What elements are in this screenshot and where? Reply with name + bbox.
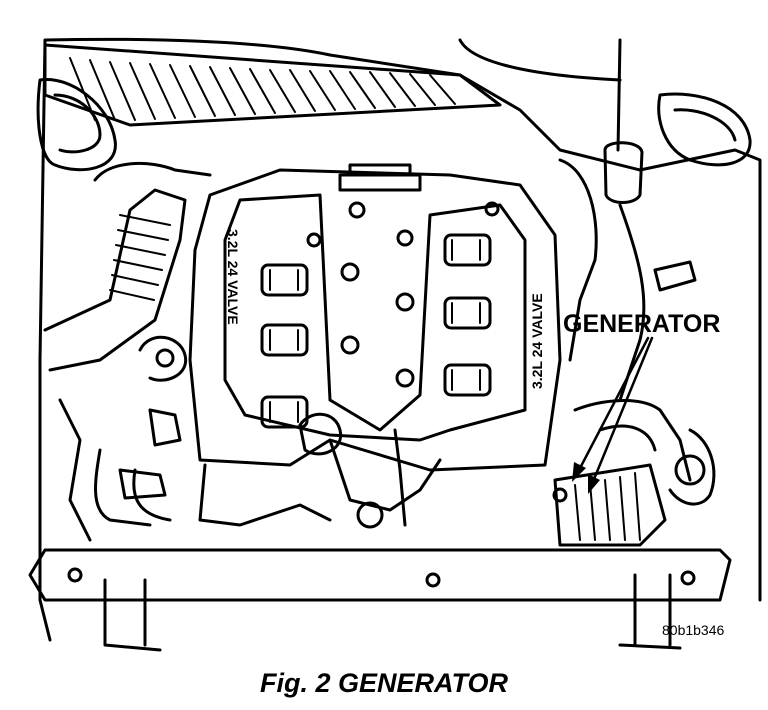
- left-bank-cover-text: 3.2L 24 VALVE: [223, 229, 241, 389]
- right-bank-cover-text: 3.2L 24 VALVE: [529, 229, 547, 389]
- figure-caption: Fig. 2 GENERATOR: [259, 668, 509, 698]
- right-harness: [558, 158, 598, 362]
- callout-arrow-b: [590, 336, 654, 486]
- generator-callout-label: GENERATOR: [563, 310, 721, 338]
- left-bracket: [103, 578, 162, 652]
- engine-cover: [188, 168, 562, 472]
- prop-rod: [603, 38, 644, 204]
- right-bracket: [618, 573, 682, 650]
- generator-unit: [552, 463, 667, 547]
- cowl-grille: [43, 43, 502, 127]
- right-bank-text: 3.2L 24 VALVE: [529, 293, 545, 389]
- left-bank-text: 3.2L 24 VALVE: [225, 229, 241, 325]
- throttle-body: [298, 412, 343, 456]
- hood-outline: [38, 37, 762, 642]
- front-crossmember: [28, 548, 732, 602]
- arrowhead-a: [572, 462, 586, 482]
- intake-duct: [43, 188, 187, 372]
- left-hoses: [94, 448, 172, 527]
- figure-code: 80b1b346: [662, 622, 725, 638]
- left-bank-coils: [260, 263, 309, 429]
- engine-bay-illustration: [28, 37, 762, 652]
- arrowhead-b: [588, 474, 600, 494]
- right-bank-coils: [443, 233, 492, 397]
- right-strut-tower: [657, 92, 752, 167]
- callout-arrow-a: [576, 336, 650, 474]
